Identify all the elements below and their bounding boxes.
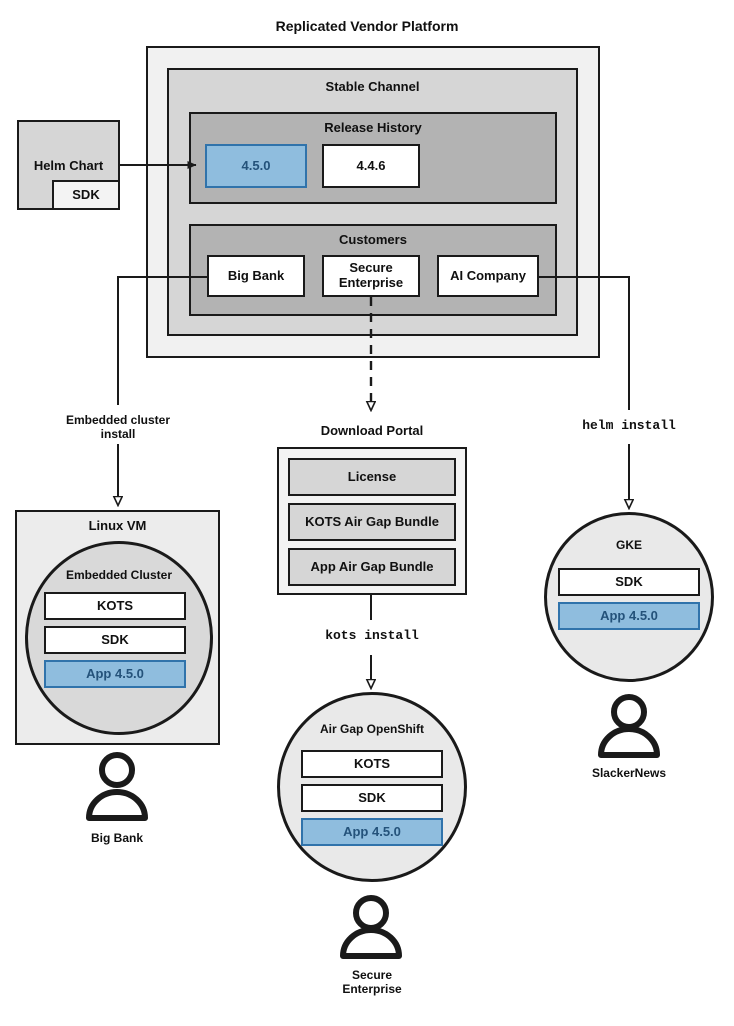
gke-title: GKE — [615, 538, 642, 552]
linux-vm-component-sdk[interactable]: SDK — [44, 626, 186, 654]
gke-component-app[interactable]: App 4.5.0 — [558, 602, 700, 630]
artifact-license[interactable]: License — [288, 458, 456, 496]
person-icon-secure-enterprise — [340, 895, 402, 959]
helm-chart-sdk-box[interactable]: SDK — [52, 180, 120, 210]
openshift-component-kots[interactable]: KOTS — [301, 750, 443, 778]
customer-ai-company[interactable]: AI Company — [437, 255, 539, 297]
edge-label-line1: Embedded cluster — [65, 413, 171, 427]
release-4.5.0[interactable]: 4.5.0 — [205, 144, 307, 188]
persona-line2: Enterprise — [342, 982, 402, 997]
customer-big-bank[interactable]: Big Bank — [207, 255, 305, 297]
linux-vm-component-kots[interactable]: KOTS — [44, 592, 186, 620]
edge-label-kots-install: kots install — [325, 628, 419, 643]
persona-label-big-bank: Big Bank — [90, 831, 143, 845]
page-title: Replicated Vendor Platform — [275, 18, 459, 34]
customer-secure-enterprise[interactable]: Secure Enterprise — [322, 255, 420, 297]
artifact-app-air-gap-bundle[interactable]: App Air Gap Bundle — [288, 548, 456, 586]
persona-label-secure-enterprise: Secure Enterprise — [292, 968, 452, 997]
person-icon-big-bank — [86, 752, 148, 821]
stable-channel-title: Stable Channel — [325, 79, 420, 94]
gke-circle — [544, 512, 714, 682]
air-gap-openshift-title: Air Gap OpenShift — [319, 722, 424, 736]
customers-title: Customers — [339, 232, 407, 247]
openshift-component-app[interactable]: App 4.5.0 — [301, 818, 443, 846]
edge-label-helm-install: helm install — [582, 418, 676, 433]
artifact-kots-air-gap-bundle[interactable]: KOTS Air Gap Bundle — [288, 503, 456, 541]
helm-chart-label: Helm Chart — [33, 158, 104, 173]
persona-line1: Secure — [351, 968, 393, 982]
openshift-component-sdk[interactable]: SDK — [301, 784, 443, 812]
person-icon-slackernews — [598, 694, 660, 758]
release-history-title: Release History — [324, 120, 422, 135]
release-4.4.6[interactable]: 4.4.6 — [322, 144, 420, 188]
embedded-cluster-title: Embedded Cluster — [65, 568, 173, 582]
gke-component-sdk[interactable]: SDK — [558, 568, 700, 596]
edge-label-embedded-cluster-install: Embedded cluster install — [38, 413, 198, 442]
persona-label-slackernews: SlackerNews — [591, 766, 667, 780]
linux-vm-title: Linux VM — [88, 518, 147, 533]
linux-vm-component-app[interactable]: App 4.5.0 — [44, 660, 186, 688]
edge-label-line2: install — [100, 427, 136, 442]
download-portal-title: Download Portal — [320, 423, 424, 438]
